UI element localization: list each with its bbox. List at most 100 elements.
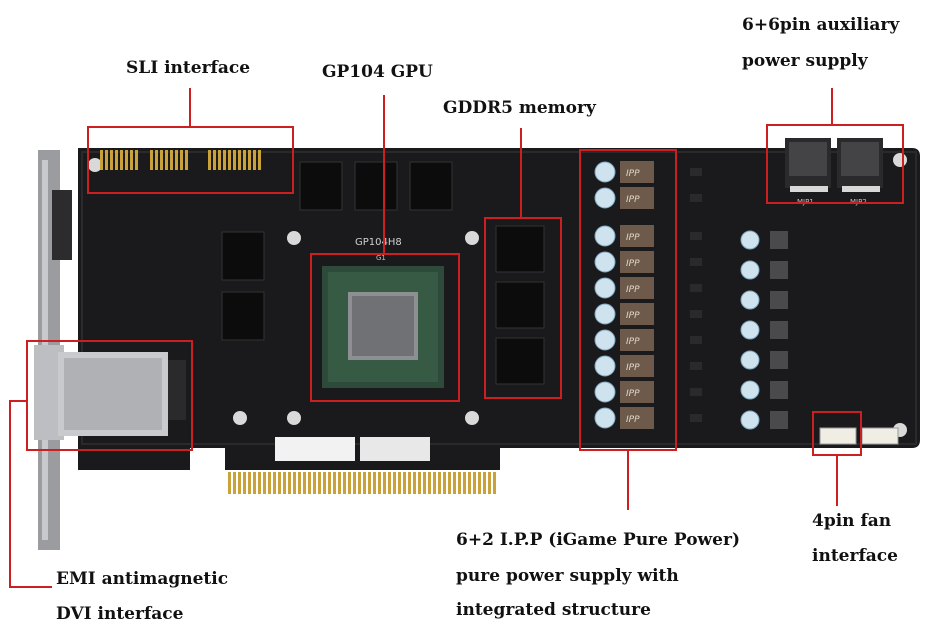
- fan-label-line2: interface: [812, 546, 898, 566]
- vrm-inductor-text: IPP: [626, 363, 640, 373]
- pcie-finger: [363, 472, 366, 494]
- aux-capacitor: [741, 351, 759, 369]
- pcie-finger: [468, 472, 471, 494]
- ipp-label-line1: 6+2 I.P.P (iGame Pure Power): [456, 530, 740, 550]
- vrm-capacitor: [595, 226, 615, 246]
- vrm-mosfet: [690, 336, 702, 344]
- pcie-finger: [443, 472, 446, 494]
- sli-finger: [130, 150, 133, 170]
- vrm-inductor-text: IPP: [626, 311, 640, 321]
- pcie-finger: [343, 472, 346, 494]
- pcie-finger: [328, 472, 331, 494]
- pcie-finger: [423, 472, 426, 494]
- pcie-finger: [438, 472, 441, 494]
- sli-finger: [248, 150, 251, 170]
- vrm-capacitor: [595, 382, 615, 402]
- sli-finger: [150, 150, 153, 170]
- gpu-label: GP104 GPU: [322, 62, 433, 82]
- aux-inductor: [770, 321, 788, 339]
- pcie-finger: [448, 472, 451, 494]
- vrm-inductor-text: IPP: [626, 195, 640, 205]
- vrm-inductor-text: IPP: [626, 233, 640, 243]
- pcie-finger: [308, 472, 311, 494]
- sli-finger: [100, 150, 103, 170]
- vrm-inductor-text: IPP: [626, 337, 640, 347]
- aux-inductor: [770, 231, 788, 249]
- pcie-finger: [433, 472, 436, 494]
- ipp-label-line3: integrated structure: [456, 600, 651, 620]
- sli-interface-label: SLI interface: [126, 58, 250, 78]
- pcie-finger: [318, 472, 321, 494]
- pcie-finger: [428, 472, 431, 494]
- vrm-mosfet: [690, 258, 702, 266]
- vrm-inductor-text: IPP: [626, 169, 640, 179]
- pcie-finger: [263, 472, 266, 494]
- pcie-finger: [323, 472, 326, 494]
- vrm-capacitor: [595, 408, 615, 428]
- sli-finger: [238, 150, 241, 170]
- sli-finger: [125, 150, 128, 170]
- pcie-finger: [313, 472, 316, 494]
- pcie-finger: [273, 472, 276, 494]
- gpu-chip-code: G1: [376, 254, 386, 262]
- sli-finger: [228, 150, 231, 170]
- aux-inductor: [770, 291, 788, 309]
- pcie-finger: [268, 472, 271, 494]
- pcie-finger: [233, 472, 236, 494]
- vrm-mosfet: [690, 362, 702, 370]
- emi-label-line1: EMI antimagnetic: [56, 569, 228, 589]
- pcie-finger: [408, 472, 411, 494]
- vrm-inductor-text: IPP: [626, 389, 640, 399]
- pcie-finger: [403, 472, 406, 494]
- sli-finger: [223, 150, 226, 170]
- pcie-finger: [393, 472, 396, 494]
- aux-capacitor: [741, 291, 759, 309]
- sli-finger: [170, 150, 173, 170]
- vrm-capacitor: [595, 188, 615, 208]
- aux-inductor: [770, 351, 788, 369]
- pcie-finger: [493, 472, 496, 494]
- pcie-finger: [348, 472, 351, 494]
- sli-finger: [253, 150, 256, 170]
- vrm-capacitor: [595, 330, 615, 350]
- gpu-chip-name: GP104H8: [355, 237, 402, 248]
- sli-finger: [110, 150, 113, 170]
- sli-finger: [120, 150, 123, 170]
- pcie-finger: [293, 472, 296, 494]
- vrm-inductor-text: IPP: [626, 285, 640, 295]
- sli-finger: [218, 150, 221, 170]
- vrm-capacitor: [595, 252, 615, 272]
- sli-finger: [233, 150, 236, 170]
- memory-label: GDDR5 memory: [443, 98, 596, 118]
- aux-capacitor: [741, 321, 759, 339]
- vrm-capacitor: [595, 304, 615, 324]
- sli-finger: [135, 150, 138, 170]
- pcie-finger: [288, 472, 291, 494]
- vrm-inductor-text: IPP: [626, 259, 640, 269]
- sli-finger: [105, 150, 108, 170]
- pcie-finger: [278, 472, 281, 494]
- aux-power-label-line1: 6+6pin auxiliary: [742, 15, 899, 35]
- serial-sticker: [275, 437, 430, 461]
- sli-finger: [175, 150, 178, 170]
- pcie-finger: [478, 472, 481, 494]
- pcie-finger: [398, 472, 401, 494]
- aux-capacitor: [741, 231, 759, 249]
- aux-capacitor: [741, 411, 759, 429]
- pcie-finger: [298, 472, 301, 494]
- vrm-mosfet: [690, 388, 702, 396]
- pcie-finger: [333, 472, 336, 494]
- sli-finger: [185, 150, 188, 170]
- aux-capacitor: [741, 261, 759, 279]
- pcie-finger: [463, 472, 466, 494]
- pcie-finger: [358, 472, 361, 494]
- vrm-mosfet: [690, 310, 702, 318]
- sli-finger: [115, 150, 118, 170]
- sli-finger: [208, 150, 211, 170]
- pcie-finger: [243, 472, 246, 494]
- vrm-capacitor: [595, 356, 615, 376]
- aux-inductor: [770, 411, 788, 429]
- pcie-finger: [458, 472, 461, 494]
- aux-inductor: [770, 261, 788, 279]
- fan-label-line1: 4pin fan: [812, 511, 891, 531]
